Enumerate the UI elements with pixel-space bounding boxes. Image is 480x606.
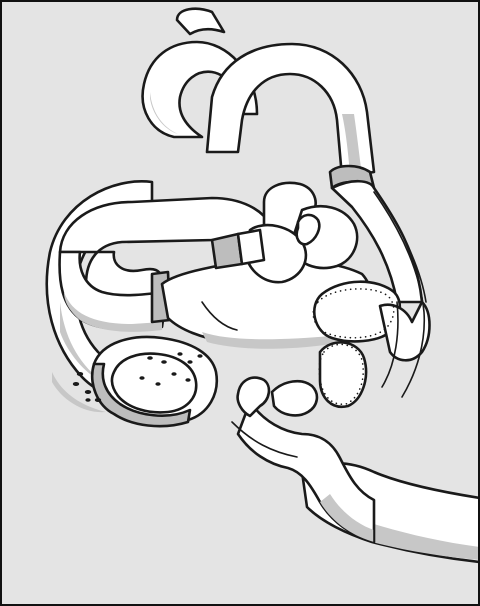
lateral-semicircular-canal <box>207 44 374 188</box>
